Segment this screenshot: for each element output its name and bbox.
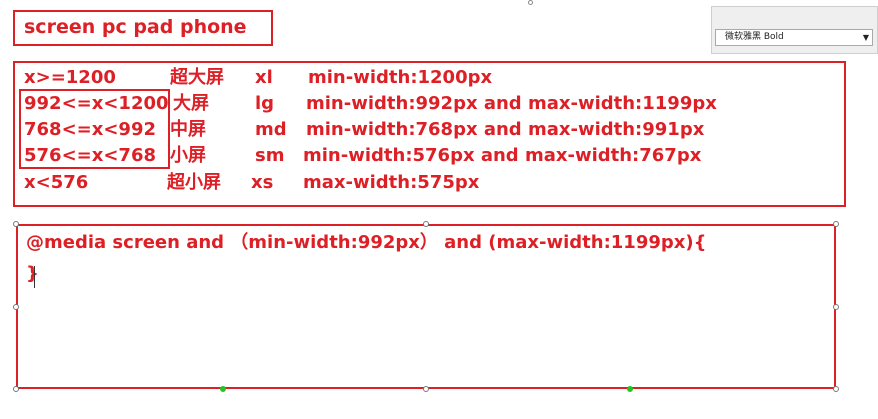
size-name-cell: 小屏 xyxy=(170,145,206,166)
code-line[interactable]: } xyxy=(26,263,39,284)
resize-handle[interactable] xyxy=(13,386,19,392)
size-name-cell: 超大屏 xyxy=(170,67,224,88)
resize-handle[interactable] xyxy=(423,386,429,392)
chevron-down-icon[interactable]: ▼ xyxy=(862,33,869,42)
range-highlight-box xyxy=(19,89,170,169)
resize-handle[interactable] xyxy=(13,304,19,310)
resize-handle[interactable] xyxy=(833,304,839,310)
range-cell: x>=1200 xyxy=(24,67,116,88)
media-query-cell: min-width:992px and max-width:1199px xyxy=(306,93,717,114)
slide-title: screen pc pad phone xyxy=(24,16,247,38)
adjust-handle[interactable] xyxy=(220,386,226,392)
range-cell: 992<=x<1200 xyxy=(24,93,169,114)
resize-handle[interactable] xyxy=(833,221,839,227)
font-family-dropdown[interactable]: 微软雅黑 Bold ▼ xyxy=(715,29,873,46)
text-cursor xyxy=(34,266,35,288)
size-name-cell: 中屏 xyxy=(170,119,206,140)
prefix-cell: md xyxy=(255,119,287,140)
prefix-cell: xs xyxy=(251,172,274,193)
prefix-cell: lg xyxy=(255,93,275,114)
font-family-value: 微软雅黑 Bold xyxy=(725,32,784,42)
resize-handle[interactable] xyxy=(13,221,19,227)
size-name-cell: 大屏 xyxy=(173,93,209,114)
size-name-cell: 超小屏 xyxy=(167,172,221,193)
resize-handle[interactable] xyxy=(833,386,839,392)
resize-handle[interactable] xyxy=(423,221,429,227)
selection-handle[interactable] xyxy=(528,0,533,5)
range-cell: x<576 xyxy=(24,172,89,193)
breakpoint-table[interactable] xyxy=(13,61,846,207)
range-cell: 768<=x<992 xyxy=(24,119,157,140)
title-box[interactable] xyxy=(13,10,273,46)
prefix-cell: xl xyxy=(255,67,273,88)
media-query-cell: min-width:576px and max-width:767px xyxy=(303,145,702,166)
code-line[interactable]: @media screen and （min-width:992px） and … xyxy=(26,232,707,253)
media-query-cell: min-width:1200px xyxy=(308,67,493,88)
prefix-cell: sm xyxy=(255,145,285,166)
media-query-cell: min-width:768px and max-width:991px xyxy=(306,119,705,140)
media-query-cell: max-width:575px xyxy=(303,172,480,193)
range-cell: 576<=x<768 xyxy=(24,145,157,166)
adjust-handle[interactable] xyxy=(627,386,633,392)
